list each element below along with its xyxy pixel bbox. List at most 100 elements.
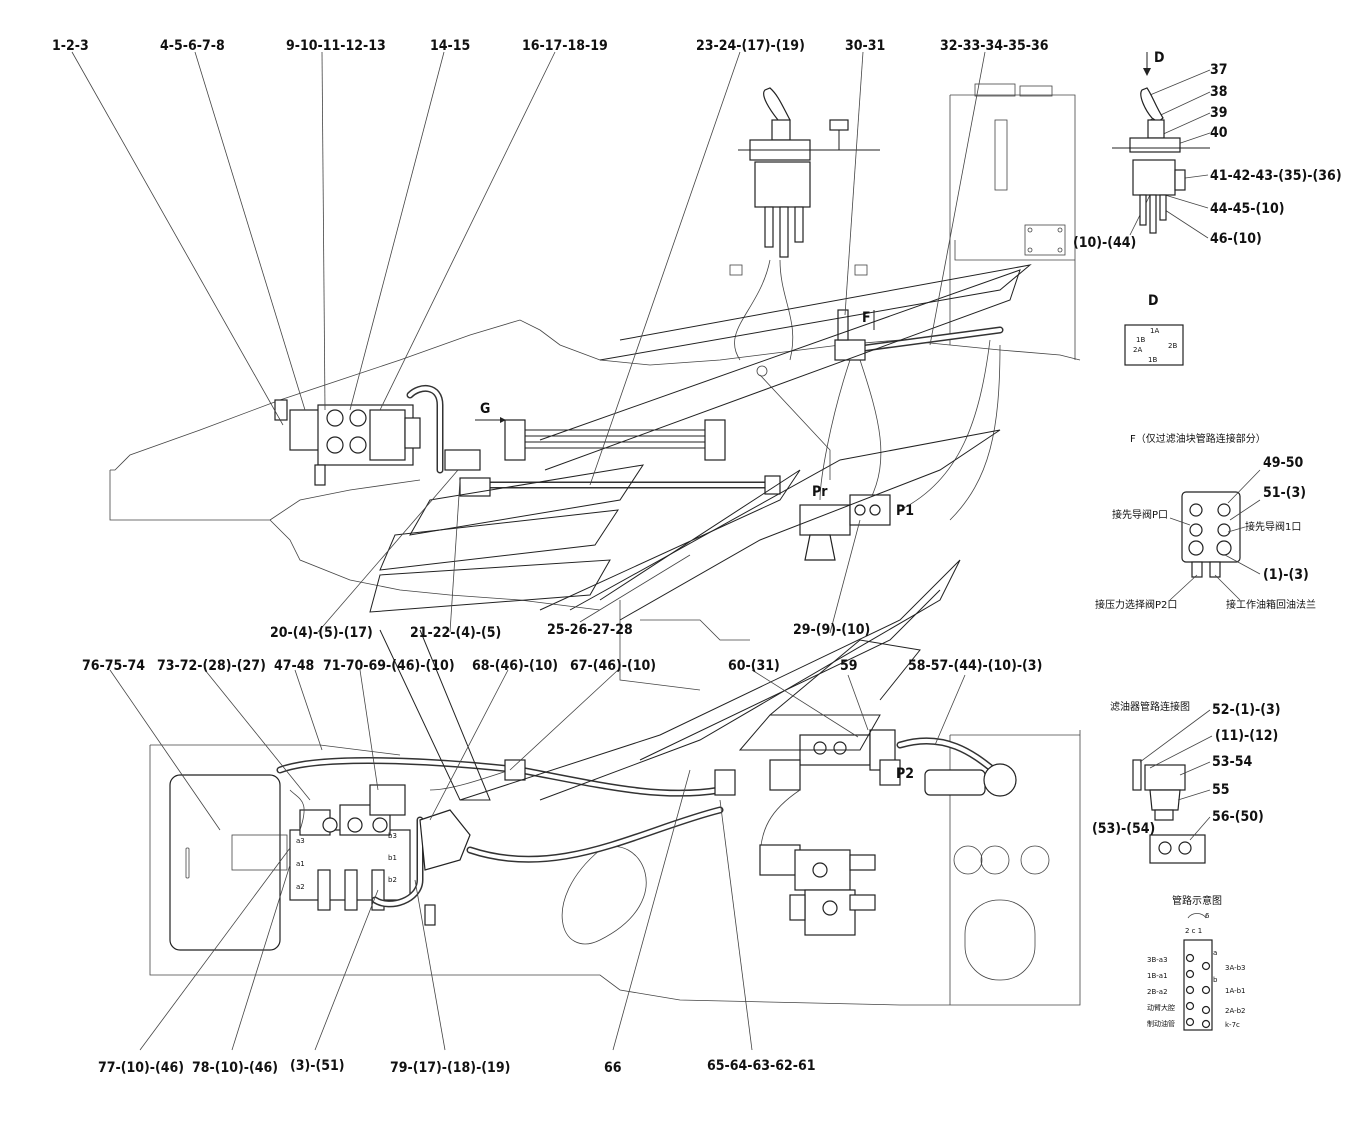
view-d-title: D [1148, 293, 1158, 309]
callout-label: 76-75-74 [82, 658, 145, 674]
callout-label: 37 [1210, 62, 1228, 78]
tag-label: b2 [388, 876, 397, 884]
view-d-arrow-label: D [1154, 50, 1164, 66]
port-label: 1B [1136, 336, 1145, 344]
callout-label: 30-31 [845, 38, 885, 54]
port-markers: G F Pr P1 P2 [475, 310, 914, 782]
view-d-port-detail: D 1A 1B 2A 2B 1B [1124, 293, 1184, 366]
tag-label: b3 [388, 832, 397, 840]
tag-label: a2 [296, 883, 305, 891]
callout-label: 21-22-(4)-(5) [410, 625, 501, 641]
callout-label: 51-(3) [1263, 485, 1306, 501]
port-label: 1A [1150, 327, 1159, 335]
callout-label: 9-10-11-12-13 [286, 38, 386, 54]
pipe-schematic-diagram: 管路示意图 6 2 c 1 3B-a3 1B-a1 2B-a2 动臂大腔 制动油… [1147, 894, 1246, 1031]
marker-pr: Pr [812, 484, 828, 500]
callout-label: 66 [604, 1060, 622, 1076]
pipe-title: 管路示意图 [1172, 894, 1222, 907]
callout-label: 60-(31) [728, 658, 780, 674]
pipe-left-label: 3B-a3 [1147, 956, 1168, 964]
callout-label: 46-(10) [1210, 231, 1262, 247]
callout-label: 67-(46)-(10) [570, 658, 656, 674]
callout-label: 78-(10)-(46) [192, 1060, 278, 1076]
view-f-title: F（仅过滤油块管路连接部分） [1130, 432, 1266, 445]
callout-label: 65-64-63-62-61 [707, 1058, 816, 1074]
pipe-right-label: k-7c [1225, 1021, 1240, 1029]
tag-label: b1 [388, 854, 397, 862]
marker-f: F [862, 310, 871, 326]
note-label: 接压力选择阀P2口 [1095, 598, 1177, 611]
pipe-right-label: 1A-b1 [1225, 987, 1246, 995]
pipe-side-label: a [1213, 949, 1217, 957]
callout-label: 73-72-(28)-(27) [157, 658, 266, 674]
note-label: 接工作油箱回油法兰 [1226, 598, 1316, 611]
callout-label: 79-(17)-(18)-(19) [390, 1060, 510, 1076]
callout-label: 39 [1210, 105, 1228, 121]
middle-callout-labels: 20-(4)-(5)-(17) 21-22-(4)-(5) 25-26-27-2… [270, 622, 870, 641]
pipe-side-label: b [1213, 976, 1218, 984]
port-label: 1B [1148, 356, 1157, 364]
callout-label: (11)-(12) [1215, 728, 1278, 744]
row-callout-labels: 76-75-74 73-72-(28)-(27) 47-48 71-70-69-… [82, 658, 1042, 674]
top-callout-labels: 1-2-3 4-5-6-7-8 9-10-11-12-13 14-15 16-1… [52, 38, 1049, 54]
callout-label: 16-17-18-19 [522, 38, 608, 54]
callout-label: 68-(46)-(10) [472, 658, 558, 674]
marker-p2: P2 [896, 766, 914, 782]
pipe-left-label: 制动油管 [1147, 1019, 1175, 1028]
callout-label: 20-(4)-(5)-(17) [270, 625, 373, 641]
callout-label: 44-45-(10) [1210, 201, 1285, 217]
callout-label: 77-(10)-(46) [98, 1060, 184, 1076]
callout-label: 4-5-6-7-8 [160, 38, 225, 54]
callout-label: 47-48 [274, 658, 314, 674]
callout-label: 38 [1210, 84, 1228, 100]
callout-label: (3)-(51) [290, 1058, 345, 1074]
filter-connection-diagram: 滤油器管路连接图 52-(1)-(3) (11)-(12) 53-54 55 5… [1092, 700, 1281, 864]
marker-p1: P1 [896, 503, 914, 519]
callout-label: 52-(1)-(3) [1212, 702, 1281, 718]
view-f-block-detail: F（仅过滤油块管路连接部分） 49-50 51-(3) (1)-(3) 接先导阀… [1095, 432, 1316, 611]
filter-title: 滤油器管路连接图 [1110, 700, 1190, 713]
multiway-valve-upper [274, 399, 781, 497]
pipe-left-label: 动臂大腔 [1147, 1003, 1175, 1012]
callout-label: 59 [840, 658, 858, 674]
callout-label: 58-57-(44)-(10)-(3) [908, 658, 1042, 674]
pipe-head-label: 2 c 1 [1185, 927, 1202, 935]
callout-label: 53-54 [1212, 754, 1253, 770]
note-label: 接先导阀P口 [1112, 508, 1168, 521]
callout-label: 14-15 [430, 38, 470, 54]
pipe-top-label: 6 [1205, 912, 1210, 920]
pipe-right-label: 2A-b2 [1225, 1007, 1246, 1015]
callout-label: 32-33-34-35-36 [940, 38, 1049, 54]
valve-port-tags: a3 a1 a2 b3 b1 b2 [296, 832, 397, 891]
filter-block-center [799, 494, 891, 561]
callout-label: 55 [1212, 782, 1230, 798]
view-d-pilot-valve: D 37 38 39 40 41-42-43-(35)-(36) 44-45-(… [1073, 50, 1342, 251]
callout-label: 49-50 [1263, 455, 1304, 471]
note-label: 接先导阀1口 [1245, 520, 1301, 533]
pipe-left-label: 2B-a2 [1147, 988, 1168, 996]
tag-label: a3 [296, 837, 305, 845]
callout-label: 71-70-69-(46)-(10) [323, 658, 455, 674]
callout-label: 40 [1210, 125, 1228, 141]
main-hoses-upper [406, 309, 1004, 521]
callout-label: 56-(50) [1212, 809, 1264, 825]
pipe-left-label: 1B-a1 [1147, 972, 1168, 980]
callout-label: (10)-(44) [1073, 235, 1136, 251]
callout-label: 1-2-3 [52, 38, 89, 54]
pipe-right-label: 3A-b3 [1225, 964, 1246, 972]
lower-assembly [169, 729, 1017, 951]
routing-panels [369, 264, 1032, 801]
callout-label: 41-42-43-(35)-(36) [1210, 168, 1342, 184]
port-label: 2B [1168, 342, 1177, 350]
marker-g: G [480, 401, 490, 417]
callout-label: (53)-(54) [1092, 821, 1155, 837]
port-label: 2A [1133, 346, 1142, 354]
bottom-callout-labels: 77-(10)-(46) 78-(10)-(46) (3)-(51) 79-(1… [98, 1058, 816, 1076]
tag-label: a1 [296, 860, 305, 868]
callout-label: 29-(9)-(10) [793, 622, 870, 638]
callout-label: (1)-(3) [1263, 567, 1309, 583]
callout-label: 23-24-(17)-(19) [696, 38, 805, 54]
callout-label: 25-26-27-28 [547, 622, 633, 638]
